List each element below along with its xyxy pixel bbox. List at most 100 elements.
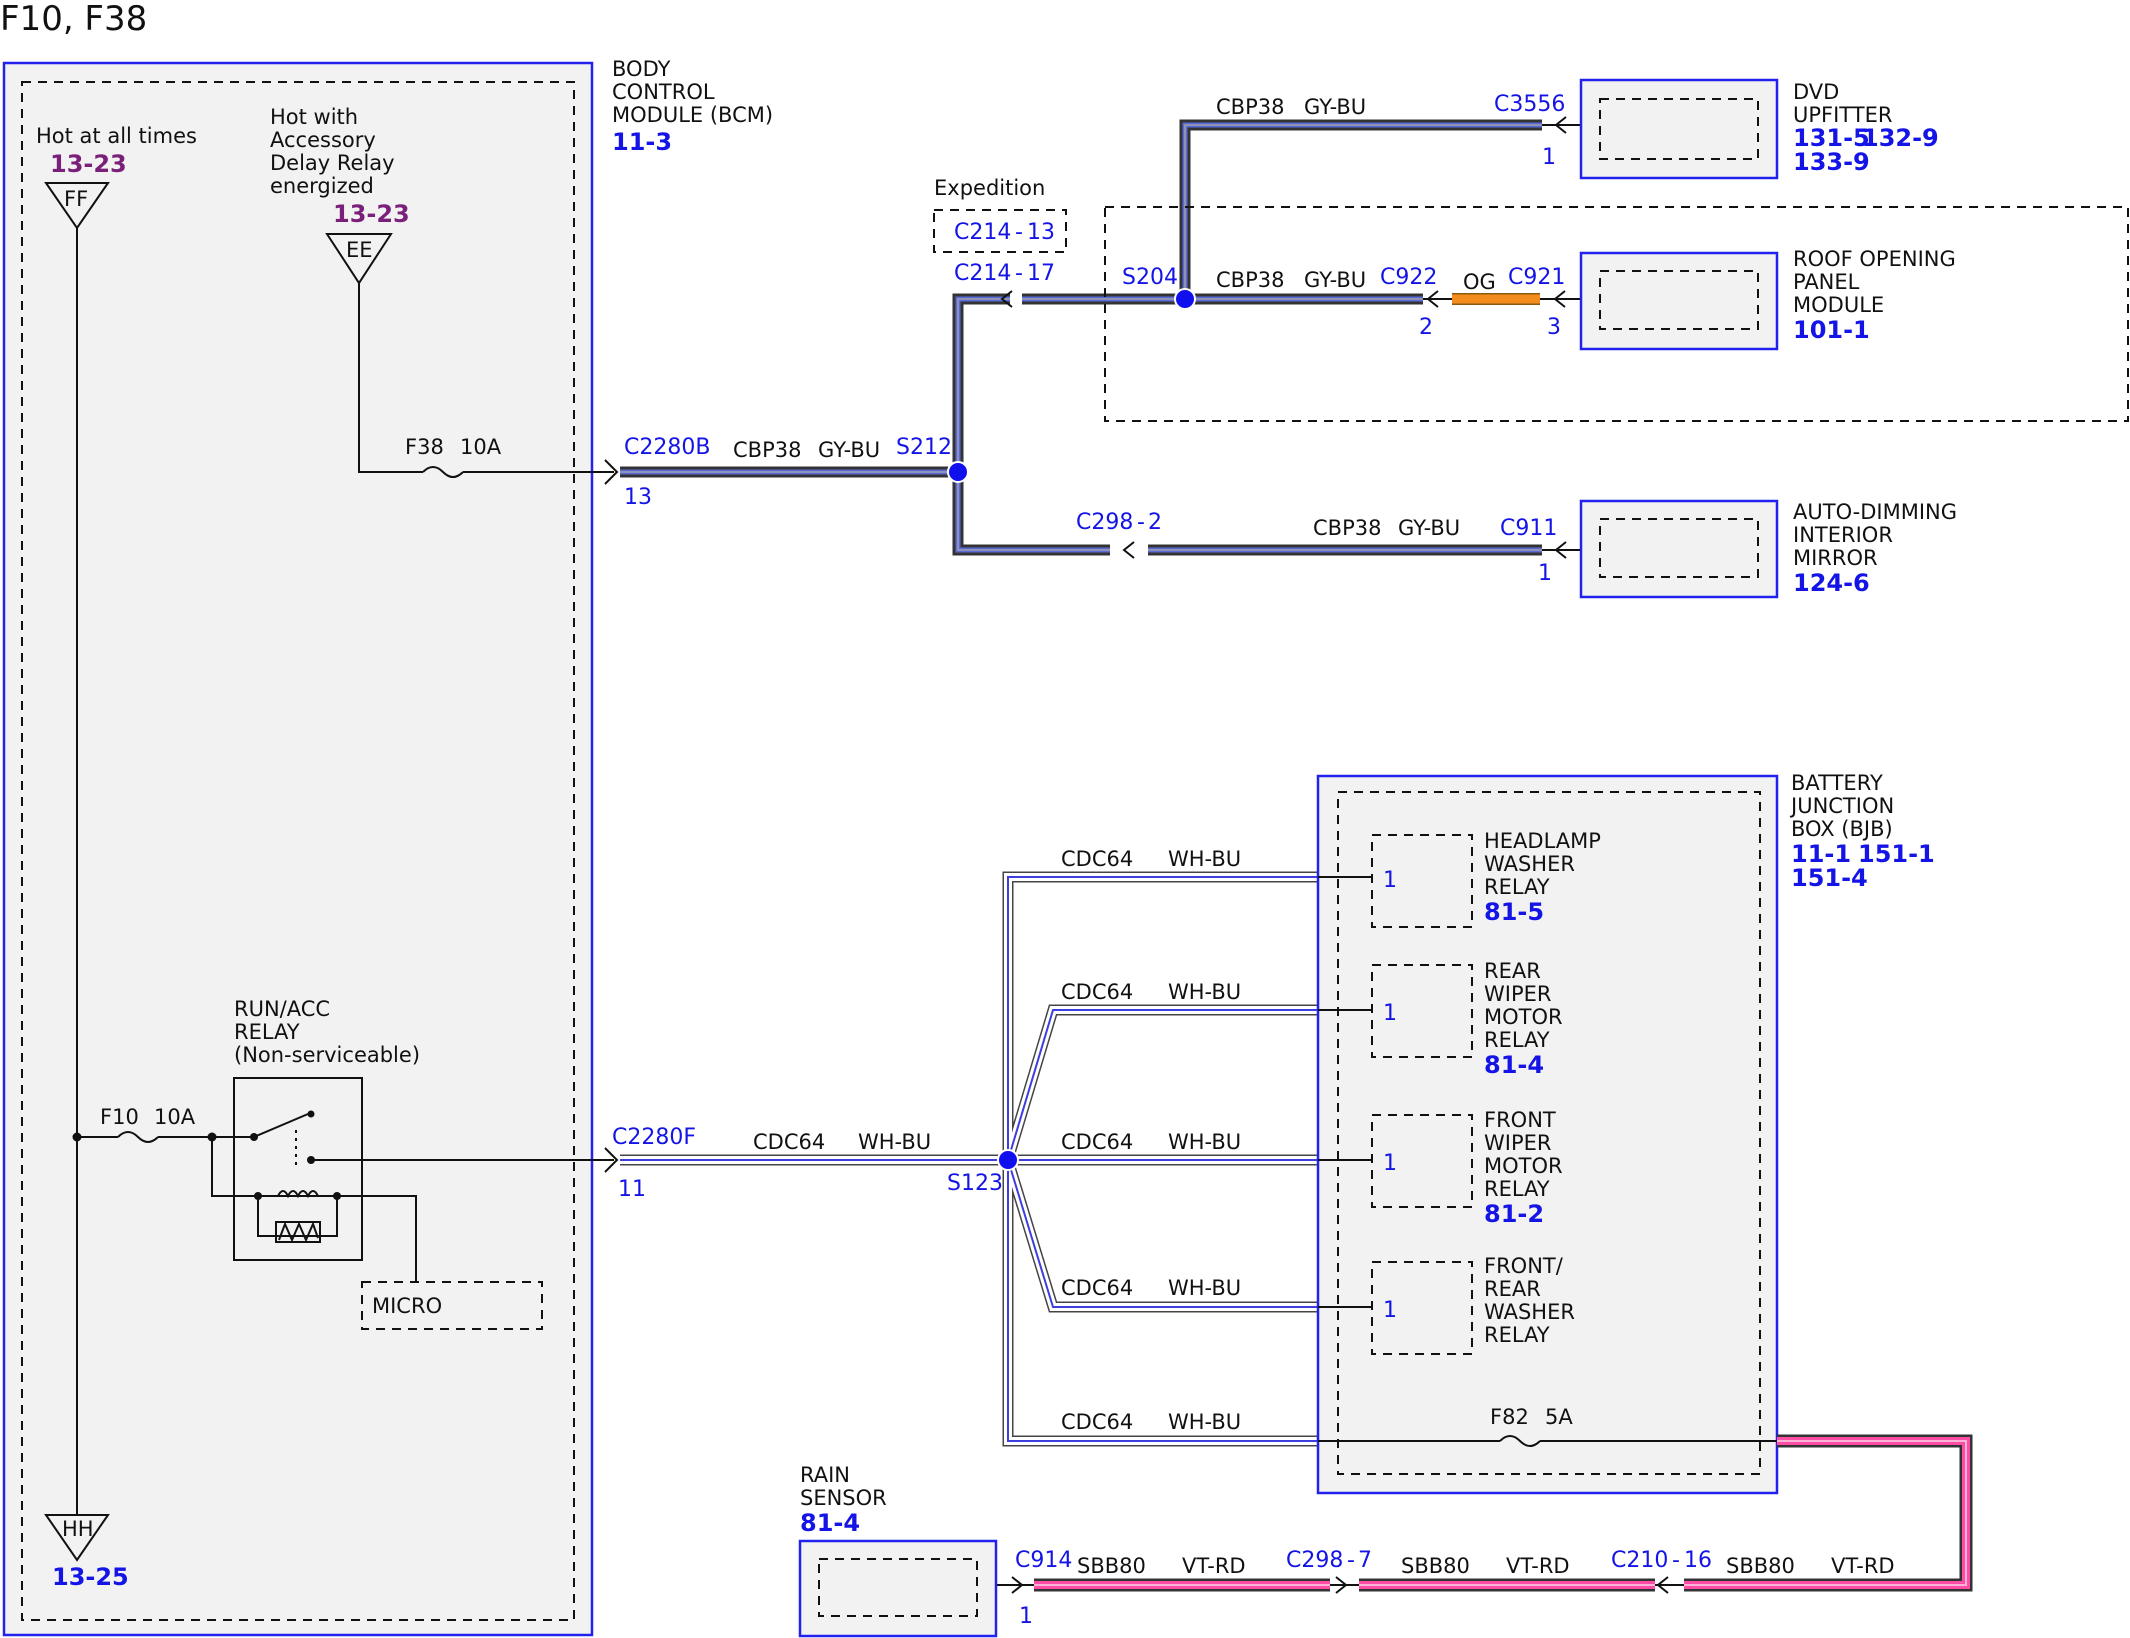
gybu-label-2: GY-BU: [1304, 95, 1366, 119]
c214-17-arrow: [1000, 290, 1013, 308]
svg-text:151-1: 151-1: [1858, 840, 1935, 868]
svg-text:BATTERY: BATTERY: [1791, 771, 1883, 795]
svg-text:CDC64: CDC64: [1061, 1410, 1133, 1434]
c298-7-pin: 7: [1358, 1548, 1372, 1573]
terminal-hh-label: HH: [62, 1517, 94, 1541]
svg-text:UPFITTER: UPFITTER: [1793, 103, 1892, 127]
relay-resistor-loop: [257, 1196, 338, 1237]
fuse-f38-rating: 10A: [460, 435, 502, 459]
terminal-hh-ref: 13-25: [52, 1563, 129, 1591]
c210-16-dash: -: [1672, 1548, 1680, 1573]
hot-at-all-times-label: Hot at all times: [36, 124, 197, 148]
roof-inner-box: [1599, 270, 1759, 330]
c914-pin: 1: [1019, 1604, 1033, 1629]
terminal-ff-symbol: [44, 182, 110, 230]
svg-text:124-6: 124-6: [1793, 569, 1870, 597]
svg-text:RELAY: RELAY: [1484, 1028, 1550, 1052]
fuse-f38-symbol: [422, 466, 464, 478]
og-label: OG: [1463, 270, 1496, 294]
svg-text:AUTO-DIMMING: AUTO-DIMMING: [1793, 500, 1957, 524]
svg-text:FRONT: FRONT: [1484, 1108, 1556, 1132]
s123-label: S123: [947, 1171, 1003, 1196]
run-acc-relay-box: [233, 1077, 363, 1261]
expedition-box: [933, 209, 1067, 253]
relay-switch-blade: [253, 1113, 309, 1138]
rain-sensor-label: RAIN SENSOR 81-4: [800, 1463, 887, 1537]
relay4-box: [1371, 1261, 1473, 1355]
svg-text:CDC64: CDC64: [1061, 1276, 1133, 1300]
terminal-hh-symbol: [44, 1514, 110, 1562]
c298-7-dash: -: [1347, 1548, 1355, 1573]
hot-acc-label: Hot with Accessory Delay Relay energized: [270, 105, 395, 198]
c210-16-pin: 16: [1684, 1548, 1712, 1573]
relay3-box: [1371, 1114, 1473, 1208]
roof-option-box: [1104, 206, 2129, 422]
splice-s123: [997, 1149, 1019, 1171]
relay-switch-contact: [307, 1110, 315, 1118]
svg-text:RELAY: RELAY: [1484, 875, 1550, 899]
c911-name: C911: [1500, 516, 1557, 541]
c911-pin: 1: [1538, 561, 1552, 586]
cbp38-harness: [620, 119, 1542, 556]
c2280f-name: C2280F: [612, 1125, 696, 1150]
cbp38-label-4: CBP38: [1313, 516, 1381, 540]
svg-text:MODULE: MODULE: [1793, 293, 1884, 317]
svg-text:131-5: 131-5: [1793, 124, 1870, 152]
rain-sensor-inner-box: [818, 1558, 978, 1617]
svg-text:WIPER: WIPER: [1484, 1131, 1551, 1155]
relay-coil-symbol: [277, 1190, 319, 1199]
relay3-label: FRONT WIPER MOTOR RELAY 81-2: [1484, 1108, 1563, 1228]
c921-pin: 3: [1547, 315, 1561, 340]
c298-7-arrow: [1335, 1576, 1348, 1594]
splice-s212: [947, 461, 969, 483]
c298-2-arrow: [1122, 541, 1135, 559]
c2280f-arrow: [604, 1147, 619, 1173]
svg-text:BOX (BJB): BOX (BJB): [1791, 817, 1893, 841]
fuse-f82-symbol: [1499, 1435, 1541, 1447]
svg-text:INTERIOR: INTERIOR: [1793, 523, 1893, 547]
c2280b-arrow: [604, 459, 619, 485]
c214-13-dash: -: [1015, 220, 1023, 245]
svg-text:REAR: REAR: [1484, 1277, 1541, 1301]
terminal-ff-label: FF: [64, 187, 88, 211]
fuse-f10-rating: 10A: [154, 1105, 196, 1129]
bjb-box: [1316, 774, 1779, 1495]
splice-s204: [1174, 288, 1196, 310]
svg-text:151-4: 151-4: [1791, 864, 1868, 892]
fuse-f82-name: F82: [1490, 1405, 1529, 1429]
bjb-label: BATTERY JUNCTION BOX (BJB) 11-1 151-1 15…: [1789, 771, 1935, 892]
svg-text:81-5: 81-5: [1484, 898, 1544, 926]
svg-text:FRONT/: FRONT/: [1484, 1254, 1564, 1278]
svg-text:ROOF OPENING: ROOF OPENING: [1793, 247, 1956, 271]
svg-text:WH-BU: WH-BU: [1168, 847, 1241, 871]
svg-text:Accessory: Accessory: [270, 128, 376, 152]
svg-text:MOTOR: MOTOR: [1484, 1005, 1563, 1029]
c298-7-conn: C298: [1286, 1548, 1343, 1573]
relay1-box: [1371, 834, 1473, 928]
dvd-inner-box: [1599, 98, 1759, 160]
cbp38-label-2: CBP38: [1216, 95, 1284, 119]
bcm-label: BODY CONTROL MODULE (BCM) 11-3: [612, 57, 773, 156]
s212-label: S212: [896, 435, 952, 460]
relay2-label: REAR WIPER MOTOR RELAY 81-4: [1484, 959, 1563, 1079]
c214-17-conn: C214: [954, 261, 1011, 286]
micro-label: MICRO: [372, 1294, 442, 1318]
s204-label: S204: [1122, 265, 1178, 290]
c911-arrow: [1554, 541, 1567, 559]
c298-2-conn: C298: [1076, 510, 1133, 535]
relay3-pin: 1: [1383, 1151, 1397, 1176]
svg-text:Hot with: Hot with: [270, 105, 358, 129]
svg-text:WH-BU: WH-BU: [1168, 1276, 1241, 1300]
hot-acc-ref: 13-23: [333, 200, 410, 228]
svg-text:PANEL: PANEL: [1793, 270, 1860, 294]
cdc64-harness: [620, 871, 1318, 1447]
c210-16-arrow: [1656, 1576, 1669, 1594]
relay1-pin: 1: [1383, 868, 1397, 893]
gybu-label-4: GY-BU: [1398, 516, 1460, 540]
svg-text:MIRROR: MIRROR: [1793, 546, 1878, 570]
c922-pin: 2: [1419, 315, 1433, 340]
svg-text:RAIN: RAIN: [800, 1463, 850, 1487]
svg-text:RELAY: RELAY: [1484, 1323, 1550, 1347]
c3556-name: C3556: [1494, 92, 1565, 117]
